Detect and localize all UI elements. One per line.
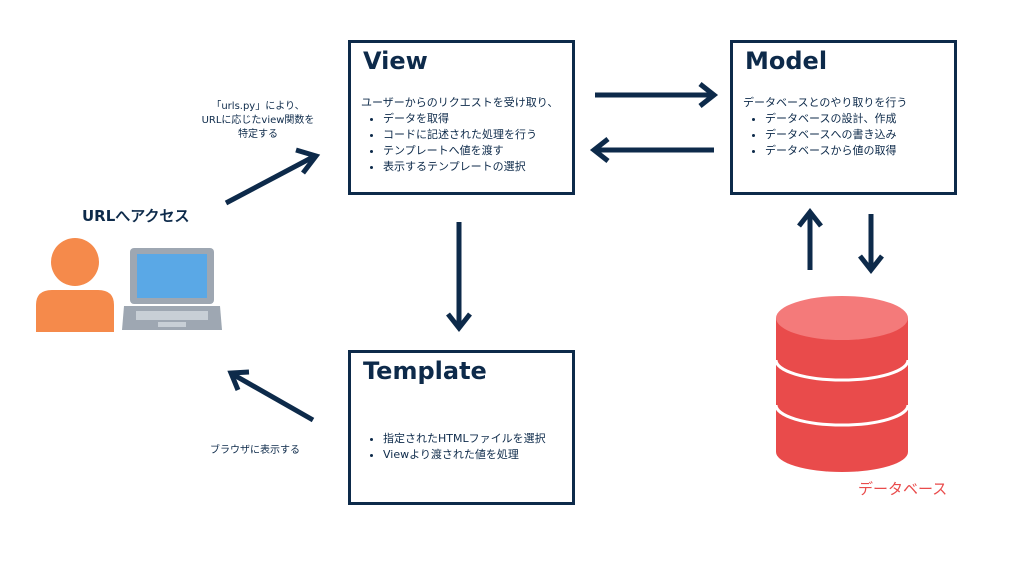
template-title: Template: [363, 357, 487, 385]
arrow-db-to-model: [797, 207, 823, 270]
model-item: データベースの設計、作成: [765, 111, 907, 127]
model-item: データベースへの書き込み: [765, 127, 907, 143]
url-routing-note-line: 「urls.py」により、: [211, 101, 305, 112]
arrow-view-to-template: [446, 222, 472, 333]
view-title: View: [363, 47, 428, 75]
view-item: テンプレートへ値を渡す: [383, 143, 558, 159]
url-routing-note-line: URLに応じたview関数を: [201, 115, 315, 126]
view-item: 表示するテンプレートの選択: [383, 159, 558, 175]
view-list: データを取得 コードに記述された処理を行う テンプレートへ値を渡す 表示するテン…: [361, 111, 558, 175]
url-routing-note: 「urls.py」により、 URLに応じたview関数を 特定する: [188, 100, 328, 142]
model-box: Model データベースとのやり取りを行う データベースの設計、作成 データベー…: [730, 40, 957, 195]
database-icon: [774, 296, 910, 472]
browser-display-note: ブラウザに表示する: [210, 445, 300, 456]
arrow-model-to-view: [589, 137, 714, 163]
view-item: コードに記述された処理を行う: [383, 127, 558, 143]
template-box: Template 指定されたHTMLファイルを選択 Viewより渡された値を処理: [348, 350, 575, 505]
model-description: データベースとのやり取りを行う データベースの設計、作成 データベースへの書き込…: [743, 95, 907, 159]
model-item: データベースから値の取得: [765, 143, 907, 159]
arrow-model-to-db: [858, 214, 884, 275]
user-icon: [36, 238, 114, 332]
template-list: 指定されたHTMLファイルを選択 Viewより渡された値を処理: [361, 431, 546, 463]
template-item: Viewより渡された値を処理: [383, 447, 546, 463]
arrow-template-to-browser: [227, 369, 315, 423]
model-title: Model: [745, 47, 828, 75]
view-description: ユーザーからのリクエストを受け取り、 データを取得 コードに記述された処理を行う…: [361, 95, 558, 175]
arrow-user-to-view: [224, 147, 321, 206]
template-item: 指定されたHTMLファイルを選択: [383, 431, 546, 447]
arrow-view-to-model: [595, 82, 719, 108]
database-label: データベース: [858, 480, 948, 498]
view-box: View ユーザーからのリクエストを受け取り、 データを取得 コードに記述された…: [348, 40, 575, 195]
template-description: 指定されたHTMLファイルを選択 Viewより渡された値を処理: [361, 431, 546, 463]
url-routing-note-line: 特定する: [238, 129, 278, 140]
url-access-label: URLへアクセス: [82, 207, 190, 225]
model-list: データベースの設計、作成 データベースへの書き込み データベースから値の取得: [743, 111, 907, 159]
model-intro: データベースとのやり取りを行う: [743, 96, 908, 109]
view-intro: ユーザーからのリクエストを受け取り、: [361, 96, 559, 109]
laptop-icon: [122, 248, 222, 330]
view-item: データを取得: [383, 111, 558, 127]
